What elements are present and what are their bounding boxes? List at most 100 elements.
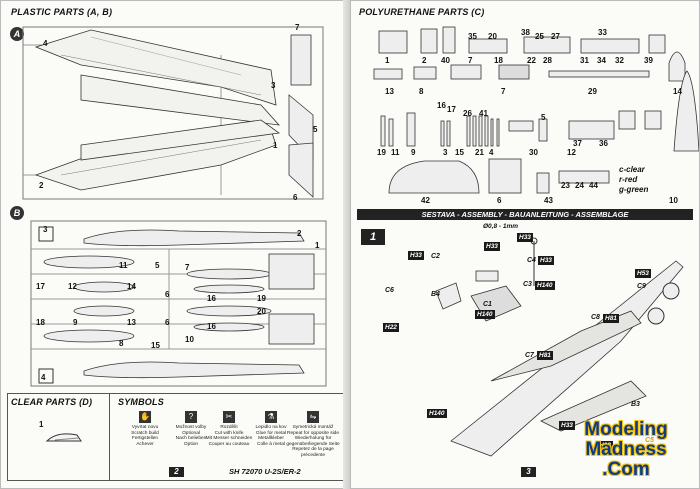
callout-c7: C7 xyxy=(525,352,534,359)
resin-part-7a: 7 xyxy=(468,56,473,65)
step-number: 1 xyxy=(361,229,385,245)
resin-part-3: 3 xyxy=(443,148,448,157)
paint-tag-h33-6: H33 xyxy=(597,441,613,450)
symbol-cut: ✂ Rozdělit Cut with knife Mit Messer sch… xyxy=(199,411,259,447)
symbol-text: Scratch build xyxy=(131,430,159,436)
callout-c6: C6 xyxy=(385,287,394,294)
sprue-b-part-4: 4 xyxy=(41,373,46,382)
resin-part-17: 17 xyxy=(447,105,456,114)
resin-part-11: 11 xyxy=(391,148,400,157)
callout-c2: C2 xyxy=(431,253,440,260)
resin-part-7b: 7 xyxy=(501,87,506,96)
sprue-b-part-6b: 6 xyxy=(165,318,170,327)
sprue-b-part-12: 12 xyxy=(68,282,77,291)
symbol-text: Mit Messer schneiden xyxy=(205,436,253,441)
sprue-b-part-15: 15 xyxy=(151,341,160,350)
sprue-b-part-9: 9 xyxy=(73,318,78,327)
canopy-drawing xyxy=(45,433,82,442)
symbol-text: Možnost volby xyxy=(175,425,207,430)
clear-part-number: 1 xyxy=(39,420,44,429)
symbol-symmetry: ⇋ Symetrická montáž Repeat for opposite … xyxy=(283,411,343,458)
clear-parts-title: CLEAR PARTS (D) xyxy=(11,397,93,407)
sprue-b-part-13: 13 xyxy=(127,318,136,327)
paint-tag-h33-3: H33 xyxy=(408,251,424,260)
resin-part-8: 8 xyxy=(419,87,424,96)
footer-code: SH 72070 U-2S/ER-2 xyxy=(229,467,301,476)
symbol-text: Option xyxy=(183,441,199,447)
paint-tag-h33-2: H33 xyxy=(484,242,500,251)
resin-part-33: 33 xyxy=(598,28,607,37)
resin-part-27: 27 xyxy=(551,32,560,41)
legend-red: r-red xyxy=(619,175,638,184)
callout-c9: C9 xyxy=(637,283,646,290)
symbol-text: Cut with knife xyxy=(214,430,244,436)
sprue-b-part-7: 7 xyxy=(185,263,190,272)
paint-tag-h140-1: H140 xyxy=(475,310,495,319)
sprue-b-marker: B xyxy=(10,206,24,220)
sprue-b-part-18: 18 xyxy=(36,318,45,327)
callout-c1: C1 xyxy=(483,301,492,308)
assembly-bar: SESTAVA - ASSEMBLY - BAUANLEITUNG - ASSE… xyxy=(357,209,693,220)
resin-part-10: 10 xyxy=(669,196,678,205)
left-page-number: 2 xyxy=(169,467,184,477)
resin-part-41: 41 xyxy=(479,109,488,118)
callout-b3: B3 xyxy=(631,401,640,408)
resin-part-42: 42 xyxy=(421,196,430,205)
sprue-b-part-11: 11 xyxy=(119,261,128,270)
legend-green: g-green xyxy=(619,185,649,194)
resin-part-9: 9 xyxy=(411,148,416,157)
resin-part-23: 23 xyxy=(561,181,570,190)
sprue-b-part-17: 17 xyxy=(36,282,45,291)
resin-part-21: 21 xyxy=(475,148,484,157)
color-legend: c-clear r-red g-green xyxy=(619,165,648,195)
callout-c3: C3 xyxy=(523,281,532,288)
sprue-a-part-3: 3 xyxy=(271,81,276,90)
resin-parts-diagram xyxy=(373,26,699,194)
resin-part-32: 32 xyxy=(615,56,624,65)
paint-tag-h33-4: H33 xyxy=(538,256,554,265)
resin-part-35: 35 xyxy=(468,32,477,41)
resin-part-44: 44 xyxy=(589,181,598,190)
paint-tag-h53: H53 xyxy=(635,269,651,278)
paint-tag-h33-5: H33 xyxy=(559,421,575,430)
sprue-a-part-1: 1 xyxy=(273,141,278,150)
resin-part-19: 19 xyxy=(377,148,386,157)
sprue-b-part-10: 10 xyxy=(185,335,194,344)
plastic-parts-title: PLASTIC PARTS (A, B) xyxy=(11,7,113,17)
sprue-b-part-19: 19 xyxy=(257,294,266,303)
paint-tag-h81-2: H81 xyxy=(537,351,553,360)
symbol-glue-metal: ⚗ Lepidlo na kov Glue for metal Metallkl… xyxy=(241,411,301,447)
symbol-text: Vyvrtat novu xyxy=(131,425,159,430)
sprue-b-part-5: 5 xyxy=(155,261,160,270)
symbol-text: Metallkleber xyxy=(258,436,284,441)
sprue-b-part-16a: 16 xyxy=(207,294,216,303)
resin-part-30: 30 xyxy=(529,148,538,157)
resin-part-1: 1 xyxy=(385,56,390,65)
symmetry-icon: ⇋ xyxy=(307,411,319,423)
symbol-text: gegenüberliegende Seite xyxy=(286,441,340,447)
symbol-scratch-build: ✋ Vyvrtat novu Scratch build Fertigstell… xyxy=(115,411,175,447)
paint-tag-h22: H22 xyxy=(383,323,399,332)
sprue-b-part-1: 1 xyxy=(315,241,320,250)
sprue-a-part-5: 5 xyxy=(313,125,318,134)
sprue-b-part-2: 2 xyxy=(297,229,302,238)
resin-part-15: 15 xyxy=(455,148,464,157)
resin-part-5: 5 xyxy=(541,113,546,122)
knife-icon: ✂ xyxy=(223,411,235,423)
sprue-b-part-6a: 6 xyxy=(165,290,170,299)
resin-part-4: 4 xyxy=(489,148,494,157)
sprue-b-part-16b: 16 xyxy=(207,322,216,331)
resin-part-12: 12 xyxy=(567,148,576,157)
clear-parts-panel xyxy=(7,393,110,481)
resin-part-29: 29 xyxy=(588,87,597,96)
sprue-a-diagram xyxy=(22,26,324,200)
resin-part-39: 39 xyxy=(644,56,653,65)
symbol-text: Fertigstellen xyxy=(131,436,159,441)
symbol-text: Achever xyxy=(136,441,154,447)
symbol-text: Repetez de la page xyxy=(292,447,334,452)
sprue-b-part-8: 8 xyxy=(119,339,124,348)
resin-part-40: 40 xyxy=(441,56,450,65)
symbol-text: Repeat for opposite side xyxy=(287,430,339,436)
callout-b4: B4 xyxy=(431,291,440,298)
sprue-b-part-3: 3 xyxy=(43,225,48,234)
